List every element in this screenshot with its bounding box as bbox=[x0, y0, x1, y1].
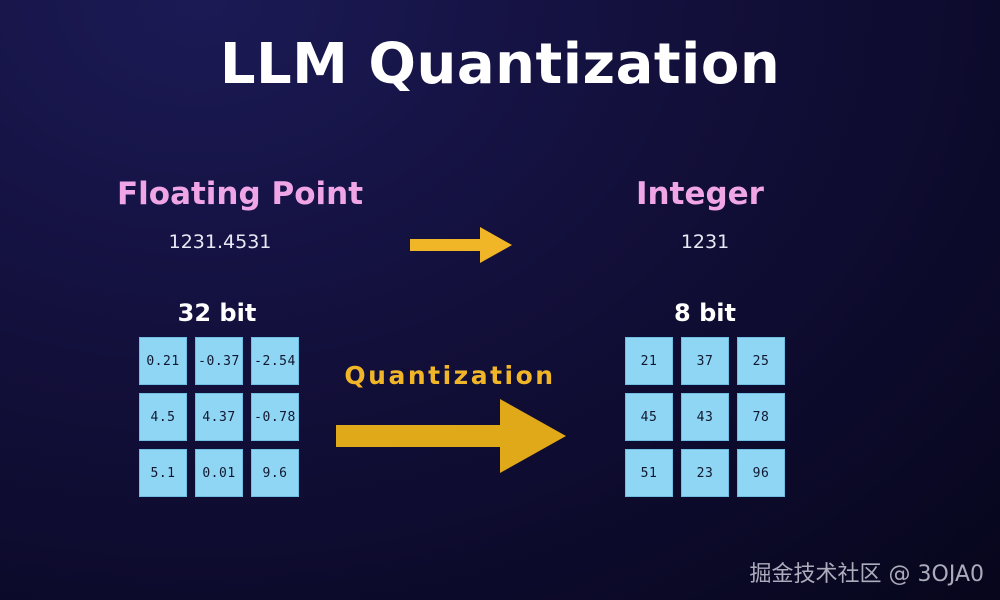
matrix-cell: 4.5 bbox=[139, 393, 187, 441]
matrix-cell: -0.78 bbox=[251, 393, 299, 441]
floating-point-value: 1231.4531 bbox=[168, 231, 272, 253]
matrix-cell: 96 bbox=[737, 449, 785, 497]
matrix-cell: 45 bbox=[625, 393, 673, 441]
watermark: 掘金技术社区 @ 3OJA0 bbox=[749, 562, 984, 587]
matrix-cell: 23 bbox=[681, 449, 729, 497]
matrix-cell: -2.54 bbox=[251, 337, 299, 385]
floating-point-heading: Floating Point bbox=[116, 176, 364, 212]
matrix-cell: 5.1 bbox=[139, 449, 187, 497]
matrix-cell: -0.37 bbox=[195, 337, 243, 385]
matrix-cell: 0.01 bbox=[195, 449, 243, 497]
quantization-label: Quantization bbox=[344, 361, 556, 390]
matrix-cell: 43 bbox=[681, 393, 729, 441]
float-matrix: 0.21 -0.37 -2.54 4.5 4.37 -0.78 5.1 0.01… bbox=[139, 337, 299, 497]
matrix-cell: 51 bbox=[625, 449, 673, 497]
bits-8-label: 8 bit bbox=[674, 299, 736, 327]
integer-value: 1231 bbox=[680, 231, 730, 253]
matrix-cell: 25 bbox=[737, 337, 785, 385]
matrix-cell: 0.21 bbox=[139, 337, 187, 385]
matrix-cell: 37 bbox=[681, 337, 729, 385]
integer-heading: Integer bbox=[636, 176, 764, 212]
matrix-cell: 9.6 bbox=[251, 449, 299, 497]
matrix-cell: 4.37 bbox=[195, 393, 243, 441]
matrix-cell: 78 bbox=[737, 393, 785, 441]
bits-32-label: 32 bit bbox=[177, 299, 257, 327]
arrow-right-icon bbox=[410, 227, 512, 263]
matrix-cell: 21 bbox=[625, 337, 673, 385]
int-matrix: 21 37 25 45 43 78 51 23 96 bbox=[625, 337, 785, 497]
page-title: LLM Quantization bbox=[219, 32, 781, 97]
arrow-right-icon bbox=[336, 399, 566, 473]
